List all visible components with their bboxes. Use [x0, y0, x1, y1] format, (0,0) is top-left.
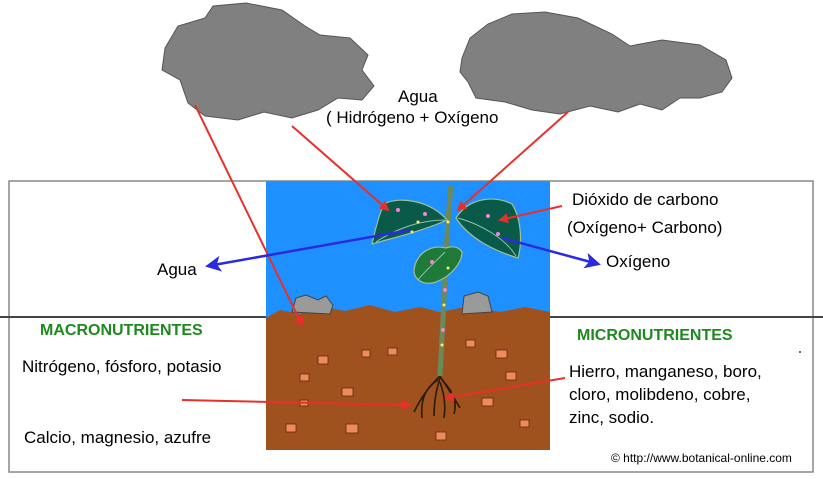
micronutrients-line-1: Hierro, manganeso, boro, — [569, 362, 762, 381]
arrow-micro-to-roots — [444, 377, 566, 402]
label-agua-left: Agua — [157, 260, 197, 279]
macronutrients-line-1: Nitrógeno, fósforo, potasio — [22, 357, 222, 376]
speck — [799, 351, 801, 353]
credit-link[interactable]: © http://www.botanical-online.com — [611, 451, 792, 465]
arrow-cloud2-to-plant — [456, 111, 569, 212]
macronutrients-line-2: Calcio, magnesio, azufre — [24, 428, 212, 447]
label-agua-top: Agua — [398, 87, 438, 106]
label-oxigeno-right: Oxígeno — [606, 252, 671, 271]
soil-panel — [266, 317, 550, 450]
rock-left — [291, 294, 334, 315]
red-arrows — [181, 104, 569, 410]
blue-arrows — [205, 228, 601, 272]
label-dioxido-carbono: Dióxido de carbono — [572, 190, 719, 209]
cloud-right — [459, 11, 733, 115]
soil-pebbles — [285, 339, 530, 441]
arrow-cloud-to-soil — [194, 104, 303, 327]
stem-highlights — [440, 220, 450, 347]
rock-right — [461, 291, 493, 315]
arrow-macro-to-roots — [181, 399, 412, 410]
micronutrients-title: MICRONUTRIENTES — [577, 327, 733, 344]
arrow-oxygen-out — [501, 236, 601, 269]
label-hidrogeno-oxigeno: ( Hidrógeno + Oxígeno — [326, 108, 499, 127]
micronutrients-line-3: zinc, sodio. — [569, 408, 655, 427]
micronutrients-line-2: cloro, molibdeno, cobre, — [569, 385, 751, 404]
arrow-water-out — [205, 228, 411, 272]
macronutrients-title: MACRONUTRIENTES — [40, 322, 203, 339]
leaf-veins — [375, 217, 517, 281]
arrow-co2-to-leaf — [498, 205, 563, 224]
label-oxigeno-carbono: (Oxígeno+ Carbono) — [567, 218, 723, 237]
cloud-left — [161, 2, 375, 121]
leaf-middle — [413, 246, 463, 284]
leaf-dots — [396, 208, 500, 264]
arrow-cloud-to-leaf — [291, 125, 390, 212]
